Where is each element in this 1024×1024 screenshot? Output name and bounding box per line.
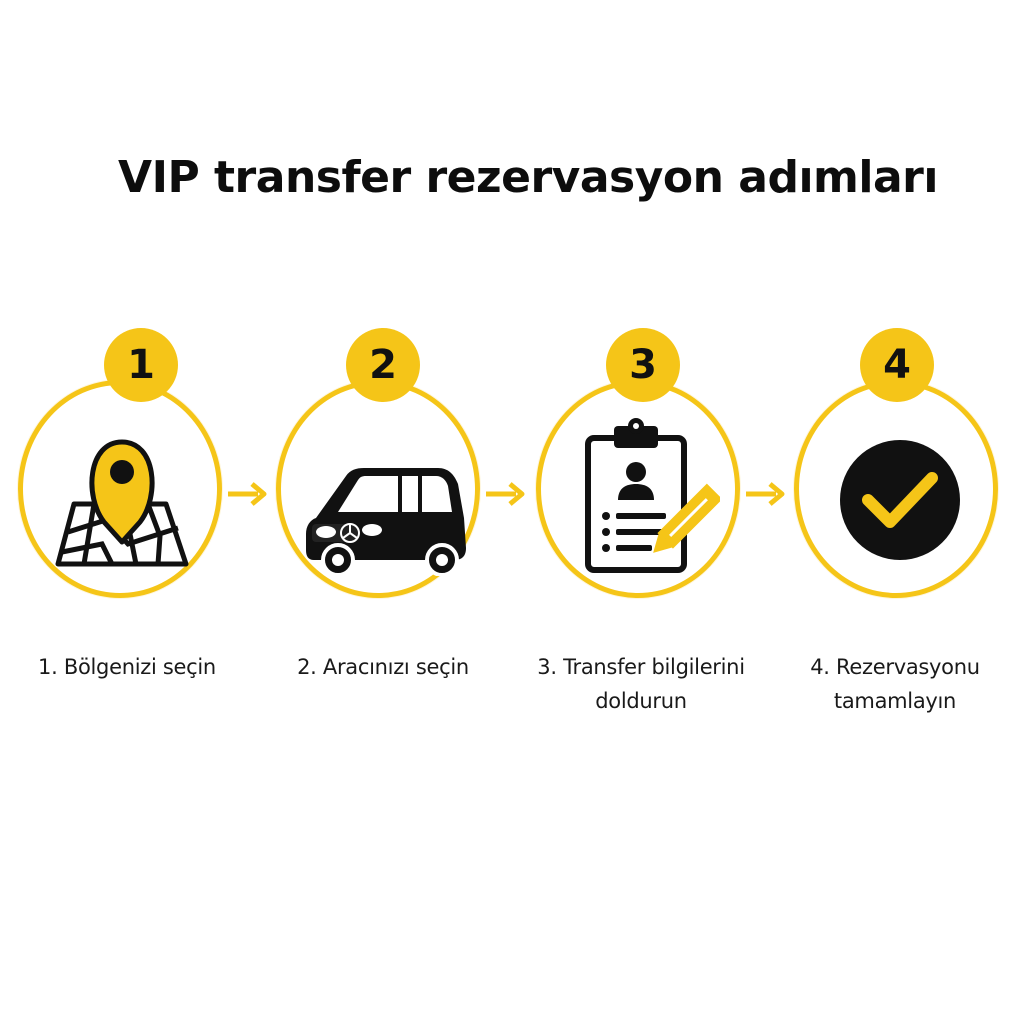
step-number-badge: 4 <box>860 328 934 402</box>
step-label: 1. Bölgenizi seçin <box>38 655 216 679</box>
step-3: 3 <box>536 328 746 598</box>
step-label: 4. Rezervasyonu tamamlayın <box>810 655 980 713</box>
map-pin-icon <box>55 439 189 567</box>
van-icon <box>306 468 466 576</box>
page-title: VIP transfer rezervasyon adımları <box>118 152 938 203</box>
step-number-badge: 3 <box>606 328 680 402</box>
step-number-badge: 2 <box>346 328 420 402</box>
arrow-right-icon <box>486 482 525 506</box>
step-label: 2. Aracınızı seçin <box>297 655 469 679</box>
clipboard-icon <box>585 418 720 573</box>
step-number-badge: 1 <box>104 328 178 402</box>
step-1: 1 <box>18 328 228 598</box>
step-2: 2 <box>276 328 486 598</box>
step-label: 3. Transfer bilgilerini doldurun <box>537 655 745 713</box>
arrow-right-icon <box>228 482 267 506</box>
step-4: 4 <box>794 328 1004 598</box>
arrow-right-icon <box>746 482 785 506</box>
checkmark-icon <box>840 440 960 560</box>
